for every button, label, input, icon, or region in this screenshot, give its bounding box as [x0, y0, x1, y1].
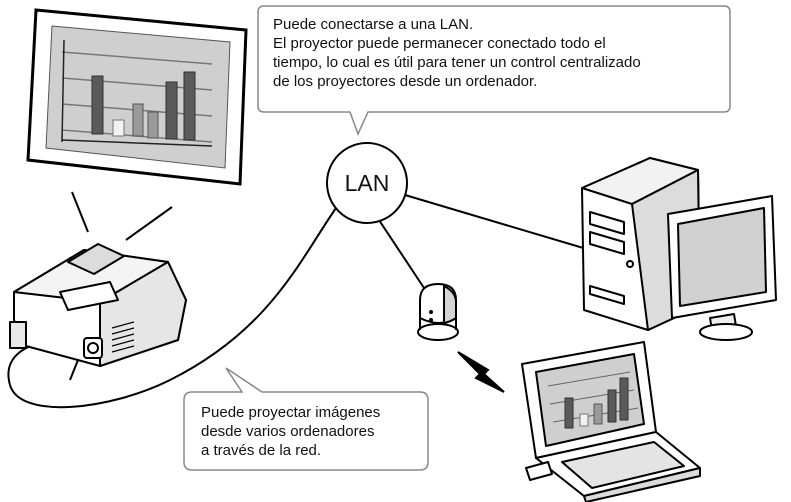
top-callout-line: Puede conectarse a una LAN. [273, 16, 474, 33]
top-callout-line: tiempo, lo cual es útil para tener un co… [273, 54, 641, 71]
laptop-icon [521, 341, 701, 502]
bottom-callout-line: Puede proyectar imágenes [201, 404, 381, 421]
top-callout-bubble [257, 5, 731, 136]
top-callout-line: El proyector puede permanecer conectado … [273, 35, 606, 52]
cable-lan-to-access-point [374, 213, 433, 301]
projector-icon [9, 243, 187, 381]
wireless-access-point-icon [417, 282, 459, 341]
cable-lan-to-desktop [404, 194, 591, 251]
top-callout-text: Puede conectarse a una LAN. El proyector… [273, 15, 641, 91]
bottom-callout-line: a través de la red. [201, 442, 322, 459]
connection-lines [7, 194, 591, 409]
cable-lan-to-projector [7, 207, 337, 409]
lan-label: LAN [344, 170, 390, 196]
projection-screen-icon [26, 8, 248, 186]
light-rays [71, 191, 173, 241]
bottom-callout-text: Puede proyectar imágenes desde varios or… [201, 403, 380, 460]
bottom-callout-line: desde varios ordenadores [201, 423, 375, 440]
desktop-computer-icon [581, 157, 777, 341]
top-callout-line: de los proyectores desde un ordenador. [273, 73, 538, 90]
lightning-icon [457, 351, 505, 393]
lan-hub-icon [326, 142, 408, 224]
bottom-callout-bubble [183, 367, 429, 471]
